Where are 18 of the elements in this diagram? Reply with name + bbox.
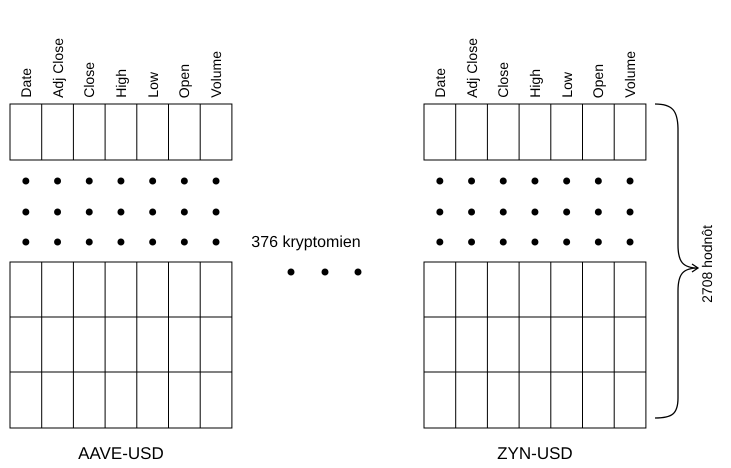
column-header: Date — [432, 68, 448, 98]
table-caption: AAVE-USD — [78, 444, 164, 464]
column-header: Date — [18, 68, 34, 98]
table-caption: ZYN-USD — [497, 444, 573, 464]
column-header: High — [112, 69, 129, 98]
column-header: Volume — [208, 51, 224, 98]
count-note: 2708 hodnôt — [699, 225, 715, 303]
column-header: Close — [495, 62, 512, 98]
column-header: Adj Close — [464, 38, 480, 98]
column-header: High — [526, 69, 543, 98]
column-header: Low — [144, 72, 161, 98]
column-header: Adj Close — [50, 38, 66, 98]
column-header: Volume — [622, 51, 638, 98]
column-header: Low — [558, 72, 575, 98]
count-note: 376 kryptomien — [251, 235, 361, 251]
column-header: Open — [590, 64, 606, 98]
column-header: Close — [81, 62, 98, 98]
column-header: Open — [176, 64, 192, 98]
